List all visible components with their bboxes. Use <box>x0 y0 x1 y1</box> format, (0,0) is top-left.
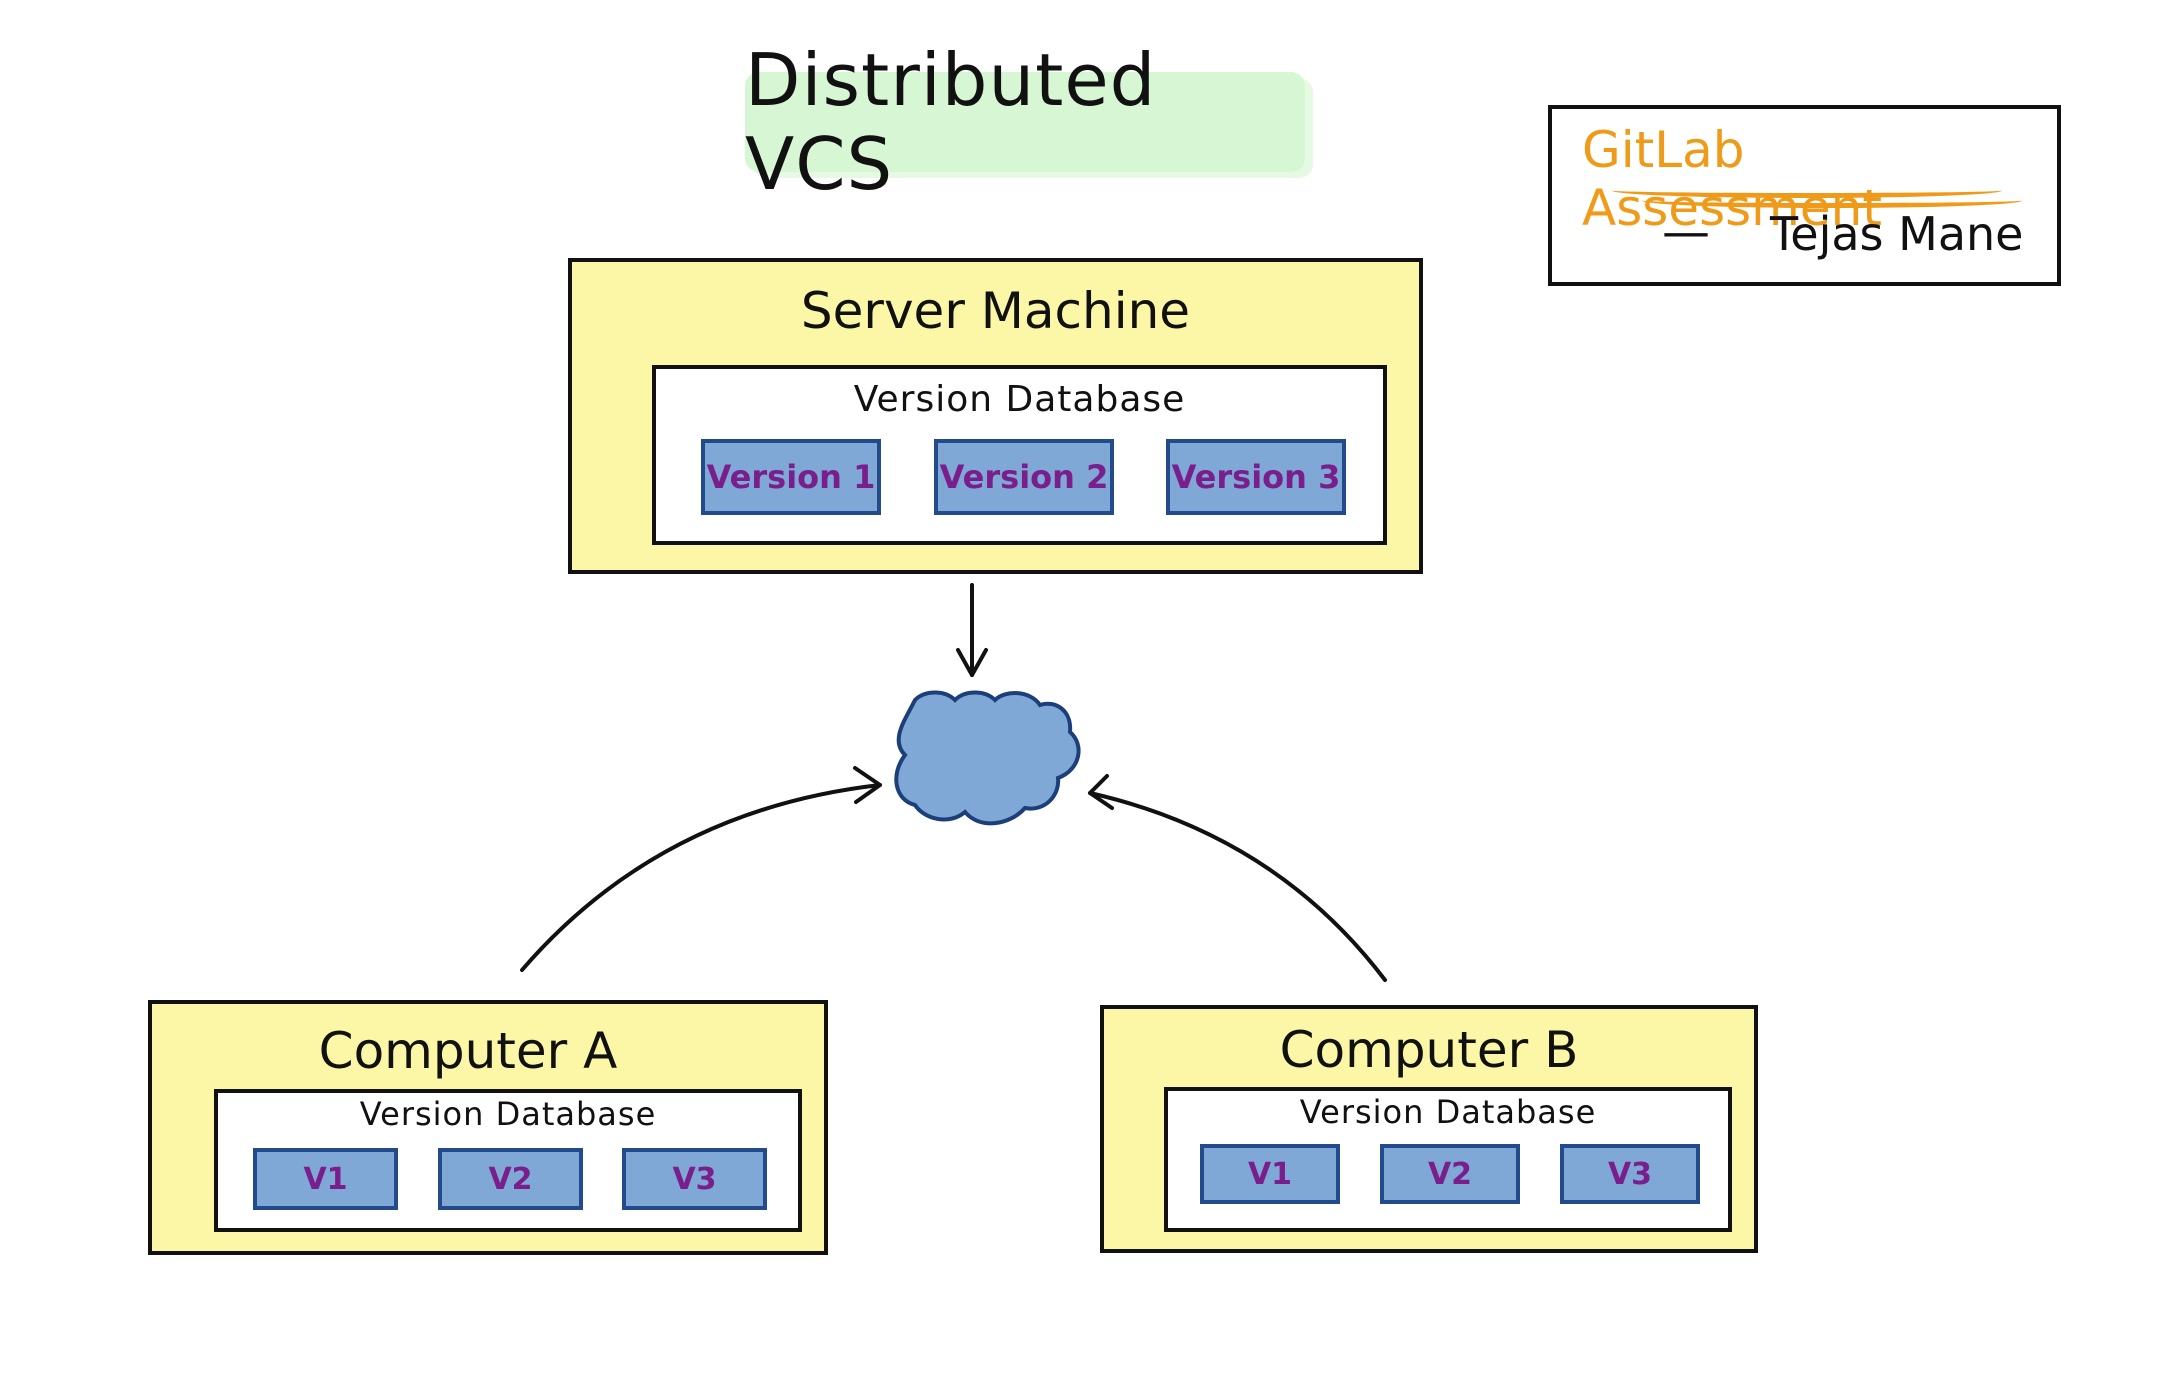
computer-a-to-cloud-arrow <box>520 783 882 972</box>
computer-a-arrowhead <box>853 766 882 804</box>
computer-b-title: Computer B <box>1279 1021 1579 1079</box>
computer-b-database-title: Version Database <box>1299 1093 1597 1131</box>
server-to-cloud-arrowhead <box>956 648 988 677</box>
computer-b-v1: V1 <box>1200 1144 1340 1204</box>
server-version-database: Version Database Version 1 Version 2 Ver… <box>652 365 1387 545</box>
cloud-icon <box>894 690 1081 826</box>
computer-a-v2: V2 <box>438 1148 583 1210</box>
computer-b-version-database: Version Database V1 V2 V3 <box>1164 1087 1732 1232</box>
author-box: GitLab Assessment — Tejas Mane <box>1548 105 2061 286</box>
computer-a-version-database: Version Database V1 V2 V3 <box>214 1089 802 1232</box>
computer-b-v3: V3 <box>1560 1144 1700 1204</box>
author-name: Tejas Mane <box>1770 207 2024 261</box>
computer-b-to-cloud-arrow <box>1088 791 1387 982</box>
computer-a-v3: V3 <box>622 1148 767 1210</box>
title-highlight: Distributed VCS <box>745 38 1305 206</box>
computer-b-v2: V2 <box>1380 1144 1520 1204</box>
server-version-2: Version 2 <box>934 439 1114 515</box>
computer-a: Computer A Version Database V1 V2 V3 <box>148 1000 828 1255</box>
computer-a-database-title: Version Database <box>359 1095 657 1133</box>
server-version-1: Version 1 <box>701 439 881 515</box>
computer-a-v1: V1 <box>253 1148 398 1210</box>
author-underline-second <box>1642 193 2022 208</box>
page-title: Distributed VCS <box>745 38 1157 206</box>
author-dash: — <box>1662 204 1710 260</box>
computer-b: Computer B Version Database V1 V2 V3 <box>1100 1005 1758 1253</box>
server-machine-title: Server Machine <box>800 282 1191 340</box>
server-machine: Server Machine Version Database Version … <box>568 258 1423 574</box>
server-database-title: Version Database <box>853 379 1186 420</box>
computer-b-arrowhead <box>1088 774 1114 810</box>
server-version-3: Version 3 <box>1166 439 1346 515</box>
computer-a-title: Computer A <box>318 1022 618 1080</box>
